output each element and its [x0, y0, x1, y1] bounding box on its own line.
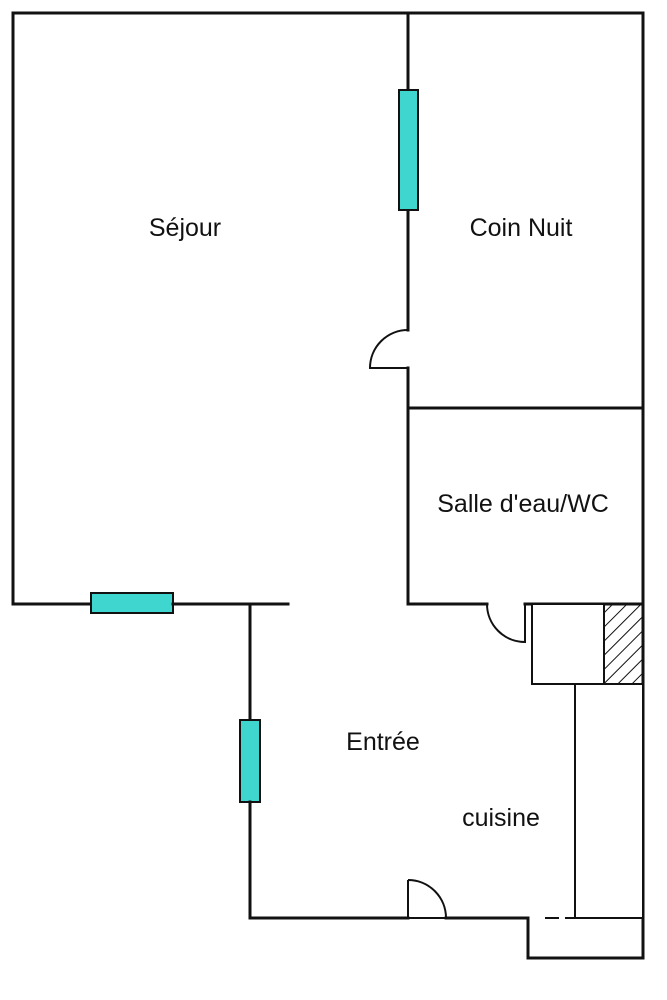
room-label-cuisine: cuisine [462, 804, 540, 832]
room-label-coin-nuit: Coin Nuit [470, 214, 573, 242]
kitchen-hatched-block [603, 603, 644, 685]
door-salle-eau [486, 603, 526, 644]
window-coin-nuit [398, 89, 419, 211]
room-label-sejour: Séjour [149, 214, 221, 242]
kitchen-counter [574, 683, 644, 919]
room-label-entree: Entrée [346, 728, 420, 756]
kitchen-counter-unit [531, 603, 605, 685]
room-label-salle-eau: Salle d'eau/WC [437, 490, 609, 518]
door-coin-nuit [368, 329, 409, 369]
window-entree [239, 719, 261, 803]
wall-kitchen-bottom [526, 916, 645, 960]
window-sejour [90, 592, 174, 614]
door-entree [407, 879, 448, 919]
